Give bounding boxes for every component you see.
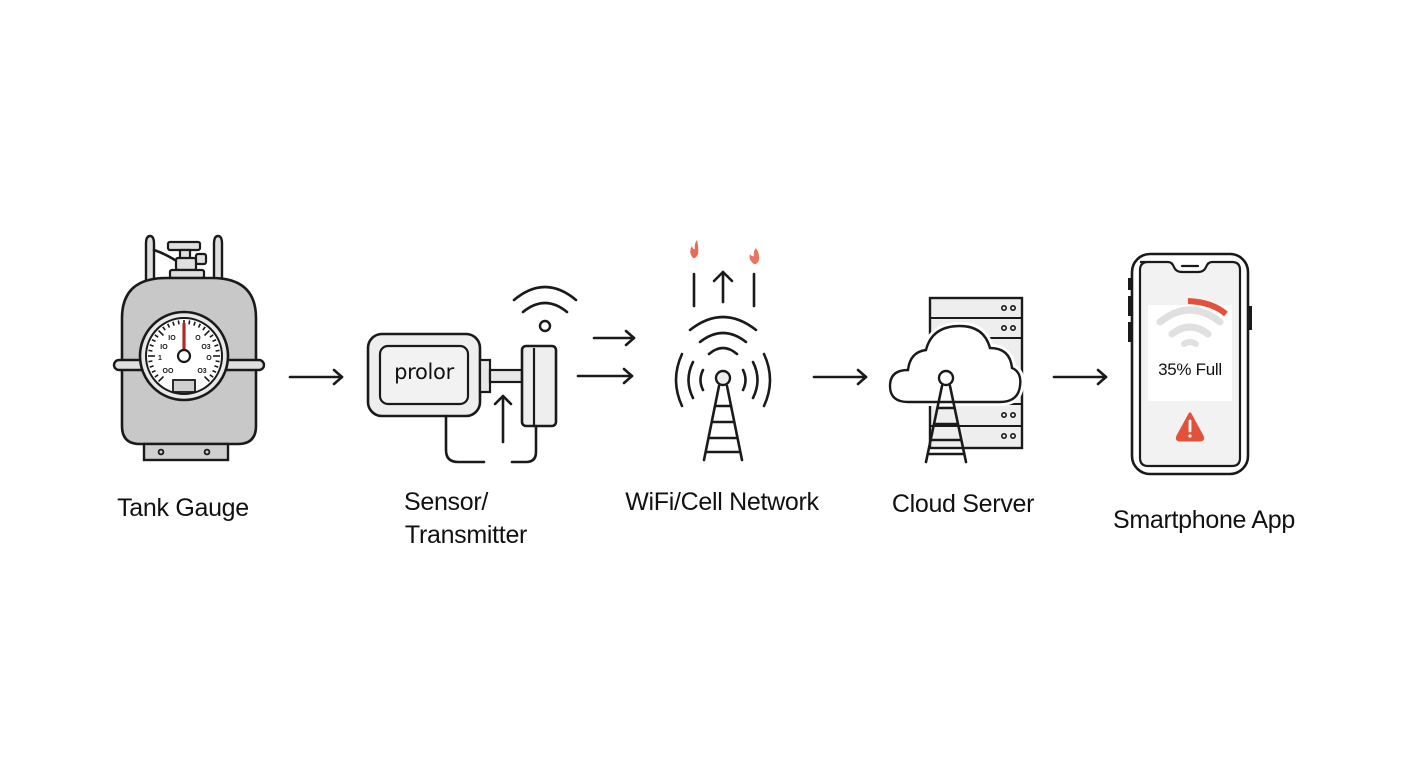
signal-spark-icon	[749, 248, 760, 265]
gauge-tick	[149, 344, 154, 347]
svg-text:O3: O3	[197, 368, 206, 375]
gauge-tick	[157, 329, 165, 337]
gauge-tick	[151, 369, 156, 374]
level-indicator-arc	[1187, 298, 1228, 317]
svg-text:O: O	[195, 335, 201, 342]
gauge-tick	[212, 369, 217, 374]
gauge-tick	[162, 326, 166, 331]
gauge-tick	[203, 375, 211, 383]
cell-tower-icon	[674, 240, 772, 462]
svg-text:O3: O3	[201, 344, 210, 351]
gauge-tick	[209, 334, 214, 338]
flow-arrow	[812, 368, 868, 386]
stage-label-network: WiFi/Cell Network	[625, 488, 819, 516]
svg-text:IO: IO	[160, 344, 168, 351]
gauge-tick	[172, 321, 175, 326]
propane-tank-gauge-icon: IO O IO O3 1 O OO O3	[112, 234, 266, 462]
flow-arrow	[592, 329, 636, 347]
gauge-tick	[157, 375, 165, 383]
stage-label-smartphone: Smartphone App	[1112, 506, 1296, 534]
stage-label-cloud-server: Cloud Server	[891, 490, 1035, 518]
gauge-tick	[209, 374, 214, 378]
gauge-tick	[193, 321, 196, 326]
gauge-tick	[166, 323, 171, 328]
gauge-tick	[154, 374, 159, 378]
gauge-tick	[215, 349, 220, 352]
gauge-tick	[203, 329, 211, 337]
gauge-tick	[214, 344, 219, 347]
gauge-tick	[148, 360, 153, 363]
signal-spark-icon	[690, 240, 699, 259]
svg-text:OO: OO	[163, 368, 174, 375]
stage-label-transmitter: Transmitter	[404, 521, 528, 549]
flow-arrow	[1052, 368, 1108, 386]
gauge-tick	[215, 360, 220, 363]
gauge-tick	[197, 323, 202, 328]
stage-label-sensor: Sensor/	[403, 488, 489, 516]
gauge-tick	[202, 326, 206, 331]
cloud-server-icon	[885, 296, 1025, 464]
gauge-tick	[188, 320, 191, 325]
gauge-tick	[214, 365, 219, 368]
stage-label-tank-gauge: Tank Gauge	[117, 494, 249, 522]
gauge-tick	[148, 349, 153, 352]
svg-text:IO: IO	[168, 335, 176, 342]
gauge-tick	[177, 320, 180, 325]
gauge-tick	[212, 338, 217, 343]
smartphone-icon	[1128, 252, 1252, 476]
flow-arrow	[576, 367, 634, 385]
flow-arrow	[288, 368, 344, 386]
svg-text:O: O	[206, 355, 212, 362]
gauge-tick	[154, 334, 159, 338]
signal-icon	[1156, 306, 1224, 326]
sensor-transmitter-icon	[366, 285, 578, 464]
gauge-tick	[149, 365, 154, 368]
svg-text:1: 1	[158, 355, 162, 362]
device-brand-label: prolor	[394, 360, 454, 384]
app-level-readout: 35% Full	[1158, 360, 1222, 379]
gauge-tick	[151, 338, 156, 343]
